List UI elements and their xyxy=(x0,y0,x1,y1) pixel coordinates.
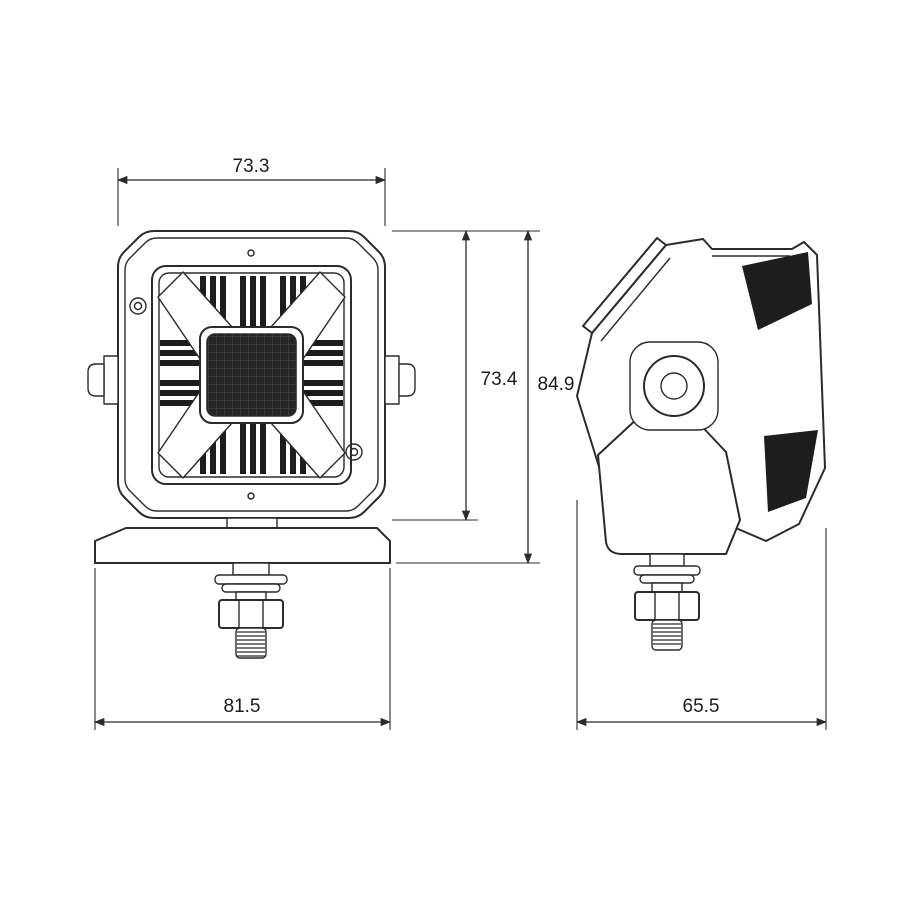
side-view xyxy=(576,237,826,651)
pin-bottom-center xyxy=(247,492,255,500)
dimension-label-side-depth: 65.5 xyxy=(683,696,720,717)
hex-nut-side xyxy=(634,591,700,621)
mounting-bolt-side xyxy=(633,553,701,651)
reflector-frame-outer xyxy=(151,265,352,485)
dimension-label-bottom-width: 81.5 xyxy=(224,696,261,717)
dimension-label-body-height: 73.4 xyxy=(481,369,518,390)
housing-inner-outline xyxy=(124,237,379,512)
dimension-body-height: 73.4 xyxy=(392,229,540,522)
mounting-bolt-front xyxy=(214,562,288,659)
dimension-overall-height: 84.9 xyxy=(396,229,575,565)
hex-nut-front xyxy=(218,599,284,629)
dimension-label-top-width: 73.3 xyxy=(233,156,270,177)
pivot xyxy=(629,341,719,431)
pivot-bolt-inner xyxy=(660,372,688,400)
screw-bottom-right-icon xyxy=(345,443,363,461)
side-knob-right xyxy=(384,355,416,405)
dimension-bottom-width: 81.5 xyxy=(93,568,392,730)
front-view xyxy=(87,230,416,659)
screws xyxy=(129,249,363,500)
side-lens-edge xyxy=(582,237,667,334)
side-knob-left xyxy=(87,355,119,405)
reflector-frame-inner xyxy=(158,272,345,478)
lens xyxy=(199,326,304,424)
mounting-bracket-front xyxy=(94,517,391,564)
dimension-label-overall-height: 84.9 xyxy=(538,374,575,395)
dimension-top-width: 73.3 xyxy=(116,156,387,226)
mounting-bracket-side xyxy=(597,415,741,555)
pivot-bolt-outer xyxy=(643,355,705,417)
screw-top-left-icon xyxy=(129,297,147,315)
lens-glass xyxy=(206,333,297,417)
threaded-stud-side xyxy=(651,619,683,651)
dimension-side-depth: 65.5 xyxy=(575,500,828,730)
threaded-stud-front xyxy=(235,627,267,659)
cooling-fins xyxy=(742,252,818,512)
pin-top-center xyxy=(247,249,255,257)
